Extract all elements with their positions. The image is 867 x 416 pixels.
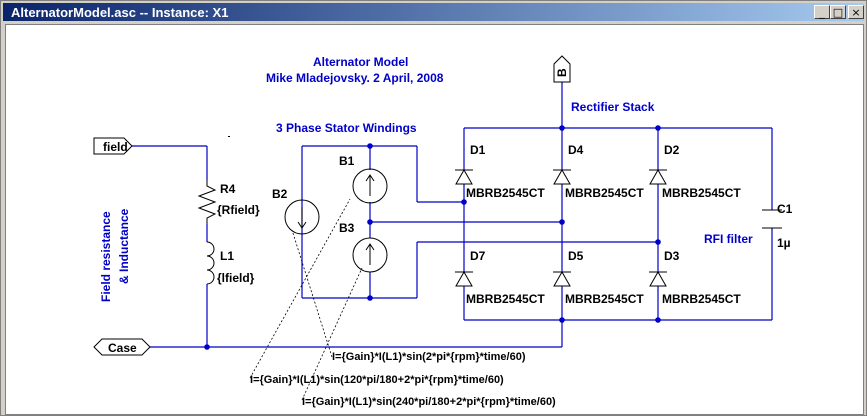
inductor-l1-value: {lfield}	[217, 271, 255, 285]
diode-d7-name: D7	[470, 249, 486, 263]
schematic-canvas[interactable]: field Case B R4 {Rfield} L1 {lfield}	[5, 24, 864, 415]
port-field[interactable]: field	[93, 137, 133, 155]
title-bar[interactable]: AlternatorModel.asc -- Instance: X1 _ □ …	[3, 3, 864, 21]
title-line2: Mike Mladejovsky. 2 April, 2008	[266, 71, 444, 85]
stator-label: 3 Phase Stator Windings	[276, 121, 417, 135]
diode-d5-name: D5	[568, 249, 584, 263]
diode-d5[interactable]: D5 MBRB2545CT	[553, 249, 644, 306]
diode-d1[interactable]: D1 MBRB2545CT	[455, 143, 545, 200]
maximize-button[interactable]: □	[830, 5, 846, 19]
inductor-l1[interactable]: L1 {lfield}	[206, 241, 255, 285]
junctions	[204, 125, 661, 350]
window-title: AlternatorModel.asc -- Instance: X1	[11, 5, 229, 20]
port-case[interactable]: Case	[93, 338, 151, 356]
port-field-label: field	[103, 140, 128, 154]
rectifier-label: Rectifier Stack	[571, 100, 655, 114]
diode-d4-model: MBRB2545CT	[565, 186, 644, 200]
annotations: Alternator Model Mike Mladejovsky. 2 Apr…	[99, 55, 753, 408]
expression-leaders	[249, 198, 363, 401]
wires	[132, 82, 773, 348]
diode-d3[interactable]: D3 MBRB2545CT	[649, 249, 741, 306]
diode-d2-model: MBRB2545CT	[662, 186, 741, 200]
expression-b1: I={Gain}*I(L1)*sin(2*pi*{rpm}*time/60)	[332, 351, 526, 363]
field-label-line2: & Inductance	[117, 208, 131, 284]
title-line1: Alternator Model	[313, 55, 408, 69]
expression-b2: I={Gain}*I(L1)*sin(120*pi/180+2*pi*{rpm}…	[250, 374, 504, 386]
diode-d5-model: MBRB2545CT	[565, 292, 644, 306]
resistor-r4-name: R4	[220, 182, 236, 196]
diode-d1-model: MBRB2545CT	[466, 186, 545, 200]
source-b2[interactable]: B2	[272, 187, 320, 235]
port-case-label: Case	[108, 341, 137, 355]
expression-b3: I={Gain}*I(L1)*sin(240*pi/180+2*pi*{rpm}…	[302, 396, 556, 408]
port-b-label: B	[555, 68, 569, 77]
diode-d4[interactable]: D4 MBRB2545CT	[553, 143, 644, 200]
capacitor-c1[interactable]: C1 1µ	[762, 202, 793, 250]
diode-d3-model: MBRB2545CT	[662, 292, 741, 306]
source-b1[interactable]: B1	[339, 154, 388, 204]
capacitor-c1-value: 1µ	[777, 236, 791, 250]
source-b3-name: B3	[339, 221, 355, 235]
diode-d1-name: D1	[470, 143, 486, 157]
diode-d7-model: MBRB2545CT	[466, 292, 545, 306]
resistor-r4[interactable]: R4 {Rfield}	[197, 180, 260, 224]
diode-d4-name: D4	[568, 143, 584, 157]
diode-d2-name: D2	[664, 143, 680, 157]
diode-d2[interactable]: D2 MBRB2545CT	[649, 143, 741, 200]
resistor-r4-value: {Rfield}	[217, 203, 260, 217]
diode-d3-name: D3	[664, 249, 680, 263]
source-b1-name: B1	[339, 154, 355, 168]
stray-mark	[228, 136, 230, 137]
rfi-label: RFI filter	[704, 232, 753, 246]
close-button[interactable]: ×	[848, 5, 864, 19]
field-label-line1: Field resistance	[99, 211, 113, 302]
source-b3[interactable]: B3	[339, 221, 388, 273]
source-b2-name: B2	[272, 187, 288, 201]
capacitor-c1-name: C1	[777, 202, 793, 216]
port-b[interactable]: B	[553, 55, 571, 83]
minimize-button[interactable]: _	[814, 5, 830, 19]
diode-d7[interactable]: D7 MBRB2545CT	[455, 249, 545, 306]
inductor-l1-name: L1	[220, 249, 234, 263]
